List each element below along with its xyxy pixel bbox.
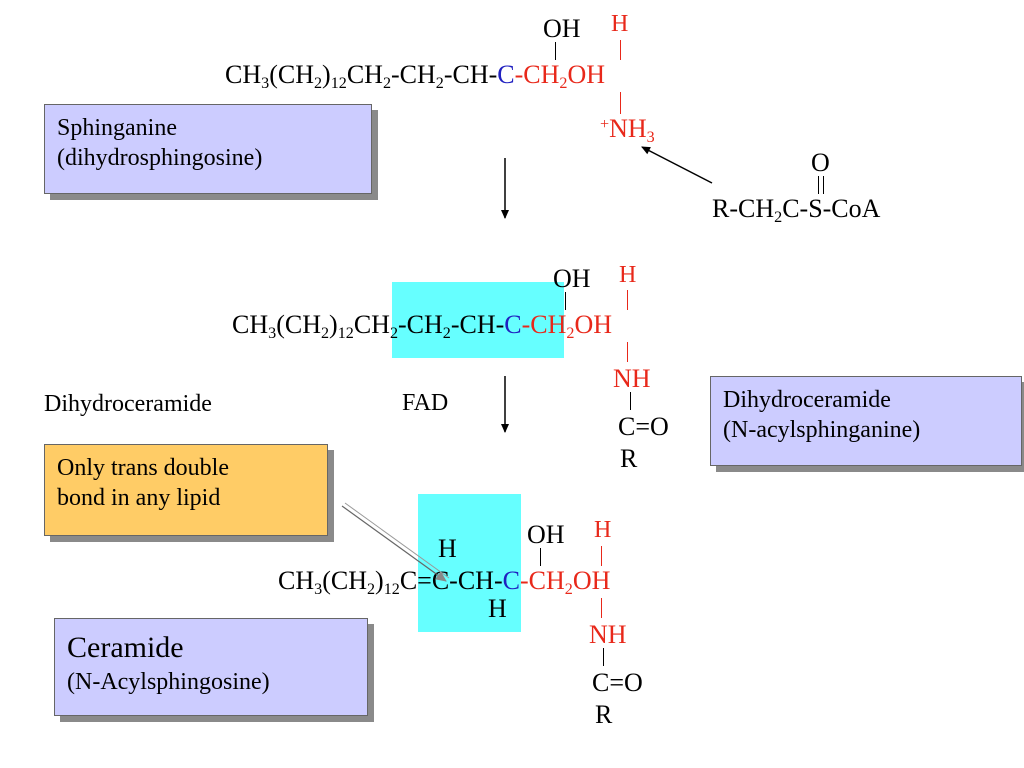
s3-co: C=O bbox=[592, 668, 643, 697]
ceramide-title: Ceramide bbox=[67, 631, 184, 664]
s3-oh: OH bbox=[527, 520, 565, 549]
s2-r: R bbox=[620, 444, 638, 473]
s3-bond-oh bbox=[540, 548, 541, 566]
s2-h: H bbox=[619, 262, 637, 288]
s2-oh: OH bbox=[553, 264, 591, 293]
dihydroceramide-label-box: Dihydroceramide (N-acylsphinganine) bbox=[710, 376, 1022, 466]
s2-bond-h bbox=[627, 290, 628, 310]
s3-bond-h bbox=[601, 546, 602, 566]
acylcoa-o: O bbox=[811, 148, 830, 177]
s1-formula: CH3(CH2)12CH2-CH2-CH-C-CH2OH bbox=[225, 60, 606, 93]
s2-co: C=O bbox=[618, 412, 669, 441]
s1-nh3: +NH3 bbox=[600, 114, 655, 147]
s1-bond-nh3 bbox=[620, 92, 621, 114]
s1-oh: OH bbox=[543, 14, 581, 43]
s1-bond-oh bbox=[555, 42, 556, 60]
sphinganine-label-box: Sphinganine (dihydrosphingosine) bbox=[44, 104, 372, 194]
ceramide-label-box: Ceramide (N-Acylsphingosine) bbox=[54, 618, 368, 716]
s2-bond-oh bbox=[565, 292, 566, 310]
acylcoa-dbl-bond-a bbox=[818, 176, 819, 194]
s3-h-top: H bbox=[438, 534, 457, 563]
ceramide-highlight bbox=[418, 494, 521, 632]
s1-h: H bbox=[611, 11, 629, 37]
s3-formula: CH3(CH2)12C=C-CH-C-CH2OH bbox=[278, 566, 611, 599]
s3-r: R bbox=[595, 700, 613, 729]
dihydro-highlight bbox=[392, 282, 564, 358]
dihydroceramide-left-label: Dihydroceramide bbox=[44, 391, 212, 417]
s3-bond-co bbox=[603, 648, 604, 666]
acylcoa-formula: R-CH2C-S-CoA bbox=[712, 194, 881, 227]
s3-h-bottom: H bbox=[488, 594, 507, 623]
s3-h: H bbox=[594, 517, 612, 543]
ceramide-subtitle: (N-Acylsphingosine) bbox=[67, 669, 270, 695]
s2-bond-nh bbox=[627, 342, 628, 362]
arrow-note-to-bond bbox=[341, 505, 447, 582]
s3-nh: NH bbox=[589, 620, 627, 649]
s3-bond-nh bbox=[601, 598, 602, 618]
s2-bond-co bbox=[630, 392, 631, 410]
acylcoa-dbl-bond-b bbox=[823, 176, 824, 194]
s2-formula: CH3(CH2)12CH2-CH2-CH-C-CH2OH bbox=[232, 310, 613, 343]
fad-label: FAD bbox=[402, 390, 449, 416]
arrow-note-to-bond-shadow bbox=[344, 502, 450, 579]
s1-bond-h bbox=[620, 40, 621, 60]
s2-nh: NH bbox=[613, 364, 651, 393]
trans-double-bond-note: Only trans double bond in any lipid bbox=[44, 444, 328, 536]
arrow-acyl-to-nh3 bbox=[641, 146, 713, 184]
